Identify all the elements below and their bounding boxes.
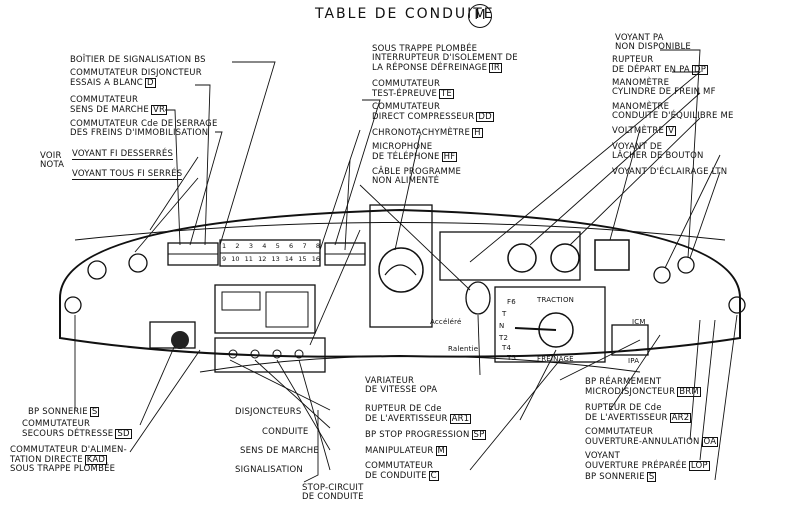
mark-n: N: [499, 322, 505, 330]
manometer-me: [550, 243, 580, 273]
label-serrage-freins: COMMUTATEUR Cde DE SERRAGE DES FREINS D'…: [70, 119, 218, 138]
label-conduite: CONDUITE: [262, 427, 309, 437]
mark-t: T: [502, 310, 507, 318]
label-voyant-fi-desserres: VOYANT FI DESSERRÉS: [72, 149, 174, 160]
disjoncteur-box: [214, 337, 326, 373]
gauge-panel: [439, 231, 581, 281]
label-sens-de-marche-bottom: SENS DE MARCHE: [240, 446, 319, 456]
diagram-title: TABLE DE CONDUITE: [315, 6, 495, 22]
counter-cell: 10: [231, 255, 240, 263]
chronotachymeter-housing: [369, 204, 433, 328]
voltmeter: [594, 239, 630, 271]
label-lacher-bouton: VOYANT DE LÂCHER DE BOUTON: [612, 142, 704, 161]
left-indicator-2: [128, 253, 148, 273]
counter-cell: 5: [275, 242, 280, 250]
label-signalisation: SIGNALISATION: [235, 465, 303, 475]
counter-cell: 1: [222, 242, 227, 250]
label-disjoncteurs: DISJONCTEURS: [235, 407, 302, 417]
leader-lines: [74, 49, 738, 483]
bp-sonnerie-left: [64, 296, 82, 314]
counter-cell: 15: [298, 255, 307, 263]
counter-cell: 14: [284, 255, 294, 263]
bp-sonnerie-right: [728, 296, 746, 314]
panel-accelere: Accéléré: [430, 318, 462, 326]
conduite-switch: [611, 324, 649, 356]
label-cable-programme: CÂBLE PROGRAMME NON ALIMENTÉ: [372, 167, 462, 186]
mark-t2: T2: [499, 334, 509, 342]
counter-cell: 13: [271, 255, 280, 263]
label-sous-trappe-plombee: SOUS TRAPPE PLOMBÉE: [10, 464, 116, 474]
kad-switch: [149, 321, 196, 349]
right-indicator-2: [677, 256, 695, 274]
label-manometre-mf: MANOMÈTRE CYLINDRE DE FREIN MF: [612, 78, 716, 97]
label-eclairage-ltn: VOYANT D'ÉCLAIRAGE LTN: [612, 167, 728, 177]
panel-traction: TRACTION: [537, 296, 575, 304]
counter-row-top: 1 2 3 4 5 6 7 8: [222, 242, 320, 250]
left-indicator-1: [87, 260, 107, 280]
counter-row-bottom: 9 10 11 12 13 14 15 16: [222, 255, 320, 263]
label-voyant-pa: VOYANT PA NON DISPONIBLE: [615, 33, 691, 52]
console-inner-line: [74, 222, 726, 241]
label-variateur-opa: VARIATEUR DE VITESSE OPA: [365, 376, 438, 395]
chronotachymeter-dial: [378, 247, 424, 293]
disjoncteur-1: [228, 349, 238, 359]
label-manometre-me: MANOMÈTRE CONDUITE D'ÉQUILIBRE ME: [612, 102, 734, 121]
counter-cell: 12: [258, 255, 267, 263]
manometer-mf: [507, 243, 537, 273]
left-lower-box: [214, 284, 316, 334]
title-badge: M: [468, 4, 492, 28]
disjoncteur-3: [272, 349, 282, 359]
counter-cell: 2: [235, 242, 240, 250]
panel-freinage: FREINAGE: [537, 355, 574, 363]
counter-cell: 6: [289, 242, 294, 250]
mark-t5: T5: [507, 354, 517, 362]
counter-cell: 7: [302, 242, 307, 250]
counter-cell: 3: [248, 242, 253, 250]
label-voyant-tous-fi: VOYANT TOUS FI SERRÉS: [72, 169, 183, 180]
label-voir-nota: VOIR NOTA: [40, 151, 65, 170]
opa-handle: [465, 281, 491, 315]
right-indicator-1: [653, 266, 671, 284]
counter-cell: 9: [222, 255, 227, 263]
counter-cell: 16: [311, 255, 320, 263]
counter-cell: 11: [244, 255, 253, 263]
mark-t4: T4: [502, 344, 512, 352]
label-trappe-plombee-ir: SOUS TRAPPE PLOMBÉE INTERRUPTEUR D'ISOLE…: [372, 44, 518, 73]
counter-cell: 4: [262, 242, 267, 250]
counter-cell: 8: [315, 242, 320, 250]
console-lower-curve: [199, 355, 641, 373]
disjoncteur-2: [250, 349, 260, 359]
panel-icm: ICM: [632, 318, 646, 326]
mark-f6: F6: [507, 298, 516, 306]
panel-ralentie: Ralentie: [448, 345, 479, 353]
label-stop-circuit: STOP-CIRCUIT DE CONDUITE: [302, 483, 364, 502]
disjoncteur-4: [294, 349, 304, 359]
label-boitier-signalisation: BOÎTIER DE SIGNALISATION BS: [70, 55, 206, 65]
panel-ipa: IPA: [628, 357, 640, 365]
